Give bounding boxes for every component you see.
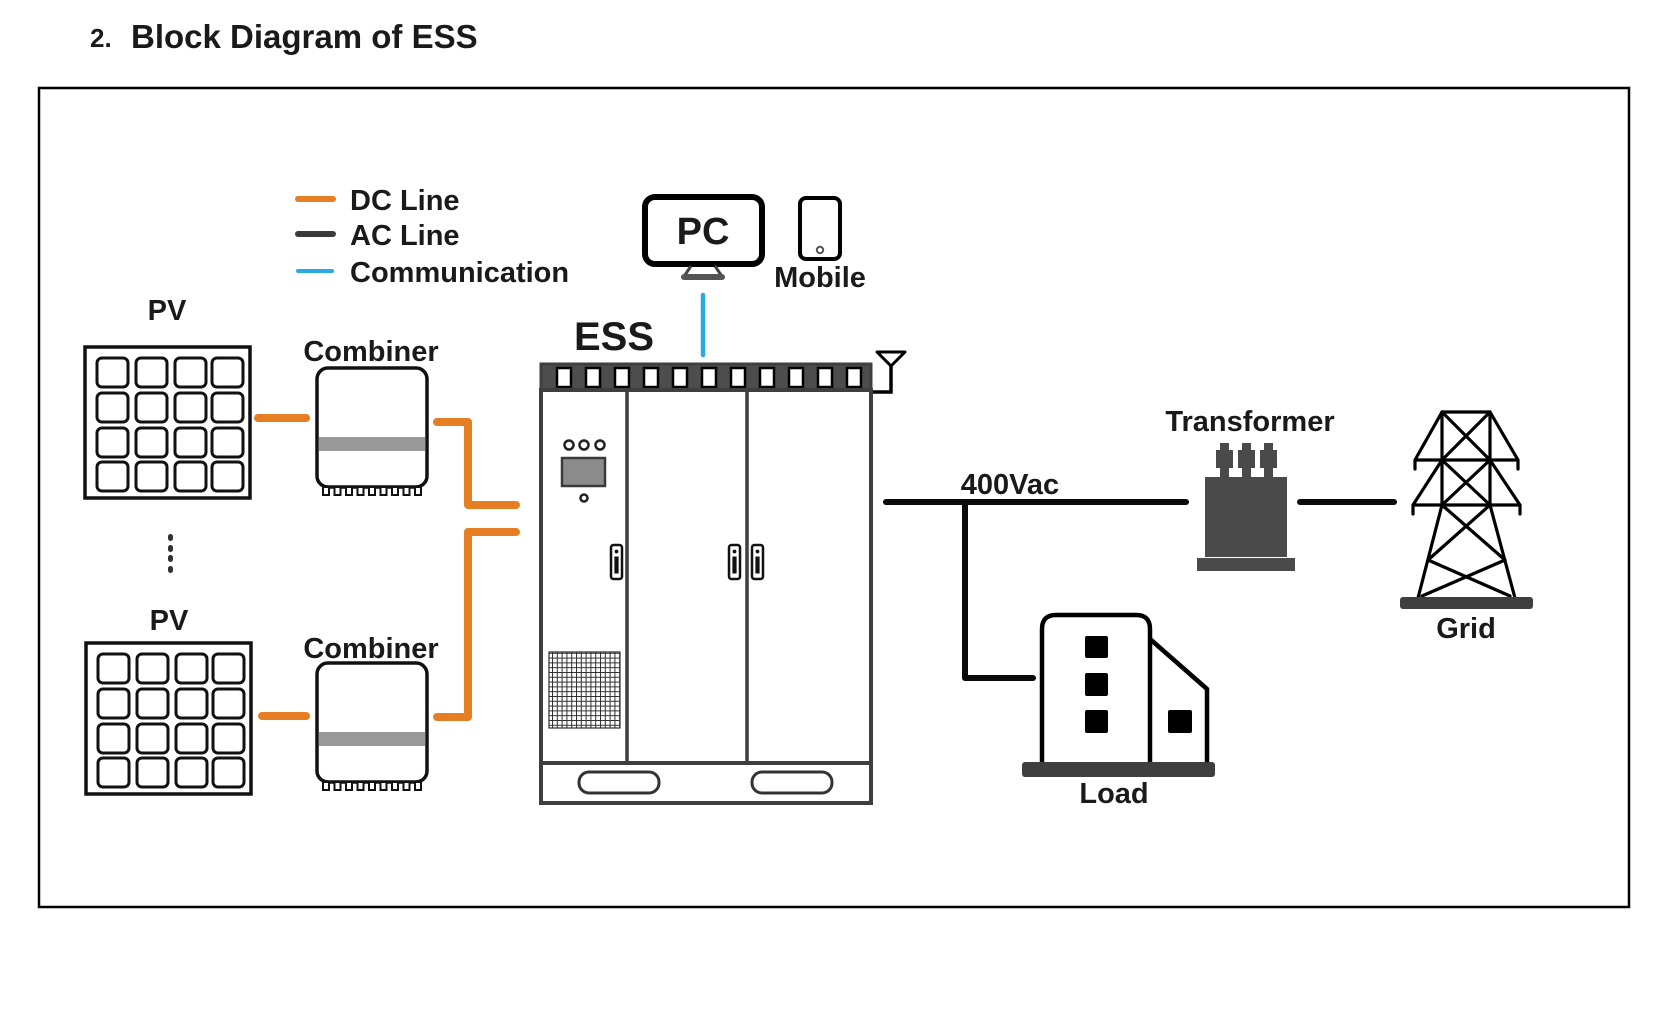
pc-monitor: PC	[642, 194, 765, 280]
ess-door-handle-2	[727, 543, 742, 581]
pv-panel-icon	[83, 345, 252, 500]
ess-mesh-vent-icon	[548, 651, 621, 729]
ess-base-slot-2	[750, 770, 834, 795]
pv-bottom: PV	[84, 605, 253, 796]
grid-label: Grid	[1436, 613, 1496, 645]
legend-label-dc-line: DC Line	[350, 185, 460, 217]
dc-lines	[254, 414, 520, 721]
pv-panel-icon	[84, 641, 253, 796]
title-number: 2.	[90, 23, 112, 53]
transformer: Transformer	[1165, 406, 1335, 571]
ess-display-button	[579, 493, 589, 503]
mobile-home-button-icon	[815, 245, 825, 255]
legend-label-ac-line: AC Line	[350, 220, 460, 252]
combiner-top-label: Combiner	[303, 336, 438, 368]
ess-top-vent-cells	[555, 366, 863, 389]
grid: Grid	[1400, 410, 1533, 645]
ess-door-handle-1	[609, 543, 624, 581]
ess-base-slot-1	[577, 770, 661, 795]
load-annex	[1148, 637, 1210, 763]
grid-base	[1400, 597, 1533, 609]
ac-lines	[883, 499, 1397, 681]
combiner-box-icon	[315, 661, 429, 792]
ac-line-junction-to-load	[962, 499, 1036, 681]
grid-tower-icon	[1411, 410, 1522, 600]
page-title: 2. Block Diagram of ESS	[90, 18, 478, 55]
transformer-label: Transformer	[1165, 406, 1334, 438]
pc-label: PC	[677, 211, 730, 253]
dc-line-combiner-bottom-to-ess	[433, 528, 520, 721]
pc-stand-icon	[683, 265, 723, 276]
ess-cabinet: ESS	[539, 315, 907, 805]
pv-bottom-label: PV	[150, 605, 189, 637]
ess-display-screen	[560, 456, 607, 488]
dc-line-combiner-top-to-ess	[433, 418, 520, 509]
load-label: Load	[1079, 778, 1148, 810]
pc-screen-icon	[642, 194, 765, 267]
ac-voltage-label: 400Vac	[961, 469, 1059, 501]
pv-ellipsis-dots	[168, 534, 173, 573]
transformer-icon	[1197, 443, 1295, 571]
load-windows	[1085, 636, 1192, 733]
pv-top: PV	[83, 295, 252, 500]
legend: DC Line AC Line Communication	[295, 185, 569, 289]
antenna-icon	[872, 350, 907, 394]
combiner-top: Combiner	[303, 336, 439, 497]
combiner-bottom: Combiner	[303, 633, 439, 792]
load-base	[1022, 762, 1215, 777]
legend-label-communication: Communication	[350, 257, 569, 289]
load-building-icon	[1022, 612, 1215, 777]
ess-door-handle-3	[750, 543, 765, 581]
combiner-bottom-label: Combiner	[303, 633, 438, 665]
combiner-box-icon	[315, 366, 429, 497]
diagram-border	[37, 86, 1631, 909]
ess-label: ESS	[574, 315, 654, 359]
load: Load	[1022, 612, 1215, 810]
ess-led-indicators	[563, 439, 606, 451]
mobile-phone: Mobile	[774, 196, 866, 294]
mobile-label: Mobile	[774, 262, 866, 294]
pv-top-label: PV	[148, 295, 187, 327]
title-text: Block Diagram of ESS	[131, 18, 478, 55]
mobile-phone-icon	[798, 196, 842, 261]
